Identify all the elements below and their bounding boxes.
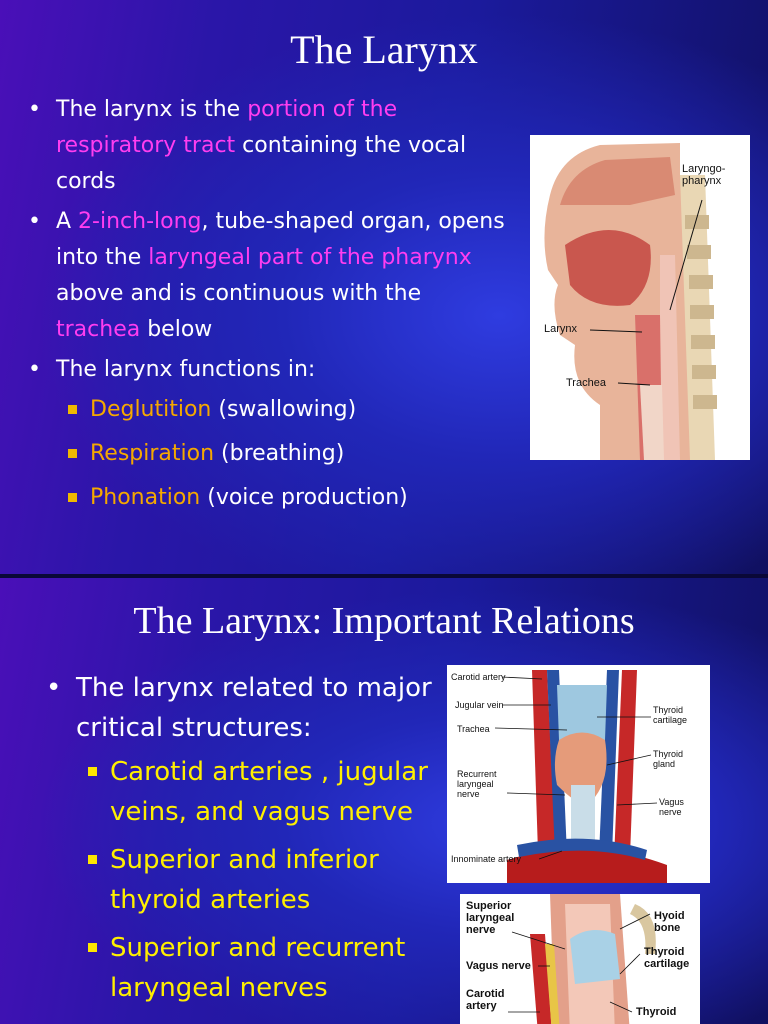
bullet-text: A: [56, 209, 79, 234]
highlighted-text: 2-inch-long: [78, 209, 202, 234]
label-vagus-nerve: Vagus nerve: [466, 960, 531, 972]
label-innominate-artery: Innominate artery: [451, 854, 522, 864]
label-trachea: Trachea: [566, 377, 606, 389]
function-item: Phonation (voice production): [28, 480, 508, 516]
bullet-dot: •: [46, 673, 62, 703]
label-recurrent-laryngeal-nerve: Recurrent laryngeal nerve: [457, 769, 497, 799]
relation-item: Carotid arteries , jugular veins, and va…: [46, 752, 446, 832]
relation-text: Superior and inferior thyroid arteries: [110, 845, 379, 915]
function-term: Respiration: [90, 441, 215, 466]
highlighted-text: laryngeal part of the pharynx: [148, 245, 472, 270]
square-bullet-icon: [88, 943, 97, 952]
function-description: (breathing): [214, 441, 345, 466]
bullet-item: • The larynx functions in:: [28, 352, 508, 388]
square-bullet-icon: [68, 449, 77, 458]
relation-item: Superior and inferior thyroid arteries: [46, 840, 446, 920]
bullet-text: above and is continuous with the: [56, 281, 422, 306]
slide-larynx: The Larynx • The larynx is the portion of…: [0, 0, 768, 574]
function-term: Deglutition: [90, 397, 212, 422]
bullet-dot: •: [28, 209, 41, 234]
neck-anterior-figure: Carotid artery Jugular vein Trachea Recu…: [447, 665, 710, 883]
label-thyroid-gland: Thyroid gland: [653, 749, 684, 769]
slide-title: The Larynx: Important Relations: [133, 600, 635, 642]
label-carotid-artery: Carotid artery: [466, 988, 505, 1012]
label-hyoid-bone: Hyoid bone: [654, 910, 685, 934]
label-vagus-nerve: Vagus nerve: [659, 797, 684, 817]
bullet-text: The larynx functions in:: [56, 357, 316, 382]
bullet-item: • A 2-inch-long, tube-shaped organ, opens…: [28, 204, 508, 348]
bullet-item: • The larynx is the portion of the respir…: [28, 92, 508, 200]
bullet-text: , tube-shaped organ, opens into the: [56, 209, 505, 270]
bullet-text: containing the vocal cords: [56, 133, 467, 194]
function-description: (swallowing): [211, 397, 357, 422]
label-jugular-vein: Jugular vein: [455, 700, 504, 710]
larynx-nerves-figure: Superior laryngeal nerve Vagus nerve Car…: [460, 894, 700, 1024]
functions-list: Deglutition (swallowing) Respiration (bre…: [28, 392, 508, 516]
bullet-text: The larynx is the: [56, 97, 248, 122]
label-thyroid-cartilage: Thyroid cartilage: [644, 946, 690, 970]
label-larynx: Larynx: [544, 323, 578, 335]
function-item: Deglutition (swallowing): [28, 392, 508, 428]
function-description: (voice production): [200, 485, 408, 510]
slide-larynx-relations: The Larynx: Important Relations • The la…: [0, 578, 768, 1024]
label-thyroid-cartilage: Thyroid cartilage: [653, 705, 688, 725]
bullet-list: • The larynx related to major critical s…: [46, 668, 446, 1016]
bullet-list: • The larynx is the portion of the respir…: [28, 92, 508, 524]
square-bullet-icon: [88, 767, 97, 776]
label-thyroid: Thyroid: [636, 1006, 677, 1018]
relation-item: Superior and recurrent laryngeal nerves: [46, 928, 446, 1008]
bullet-item: • The larynx related to major critical s…: [46, 668, 446, 748]
relation-text: Carotid arteries , jugular veins, and va…: [110, 757, 428, 827]
label-laryngopharynx: Laryngo- pharynx: [682, 163, 726, 187]
square-bullet-icon: [68, 405, 77, 414]
head-neck-sagittal-figure: Laryngo- pharynx Larynx Trachea: [530, 135, 750, 460]
label-superior-laryngeal-nerve: Superior laryngeal nerve: [466, 900, 515, 936]
slide-title: The Larynx: [290, 27, 478, 72]
function-item: Respiration (breathing): [28, 436, 508, 472]
highlighted-text: trachea: [56, 317, 141, 342]
label-carotid-artery: Carotid artery: [451, 672, 506, 682]
function-term: Phonation: [90, 485, 201, 510]
relation-text: Superior and recurrent laryngeal nerves: [110, 933, 406, 1003]
bullet-dot: •: [28, 357, 41, 382]
highlighted-text: portion of the respiratory tract: [56, 97, 398, 158]
square-bullet-icon: [68, 493, 77, 502]
slide-divider: [0, 574, 768, 578]
square-bullet-icon: [88, 855, 97, 864]
bullet-text: below: [140, 317, 213, 342]
bullet-text: The larynx related to major critical str…: [76, 673, 432, 743]
label-trachea: Trachea: [457, 724, 490, 734]
bullet-dot: •: [28, 97, 41, 122]
